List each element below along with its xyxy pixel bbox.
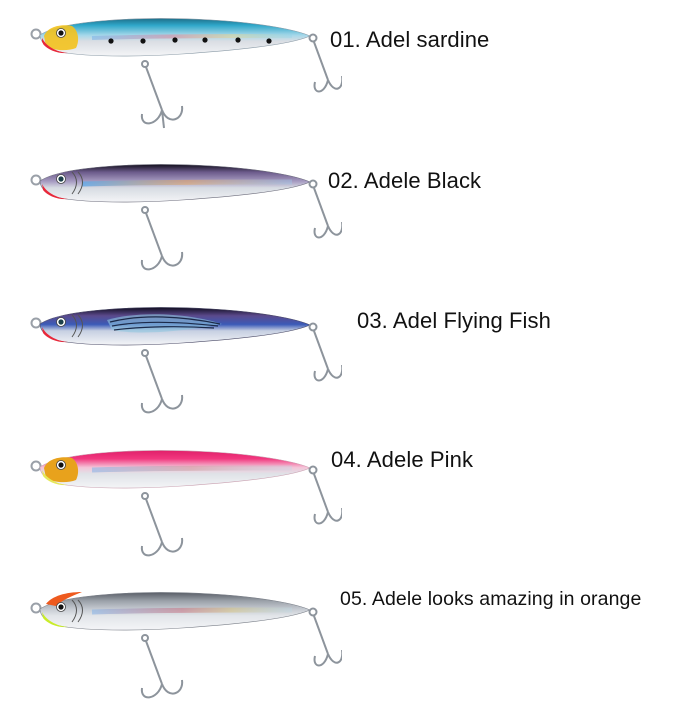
lure-image-sardine: [30, 18, 342, 129]
lure-image-orange: [30, 592, 342, 699]
lure-label-1: 01. Adel sardine: [330, 27, 490, 52]
lure-label-3: 03. Adel Flying Fish: [357, 308, 551, 333]
lure-label-5: 05. Adele looks amazing in orange: [340, 588, 642, 610]
lure-label-2: 02. Adele Black: [328, 168, 482, 193]
lure-item-5: 05. Adele looks amazing in orange: [0, 570, 700, 710]
lure-image-flying-fish: [30, 307, 342, 414]
lure-image-black: [30, 164, 342, 271]
lure-label-4: 04. Adele Pink: [331, 447, 474, 472]
lure-item-4: 04. Adele Pink: [0, 430, 700, 570]
lure-item-1: 01. Adel sardine: [0, 10, 700, 150]
lure-image-pink: [30, 450, 342, 557]
lure-item-2: 02. Adele Black: [0, 150, 700, 290]
lure-item-3: 03. Adel Flying Fish: [0, 290, 700, 430]
